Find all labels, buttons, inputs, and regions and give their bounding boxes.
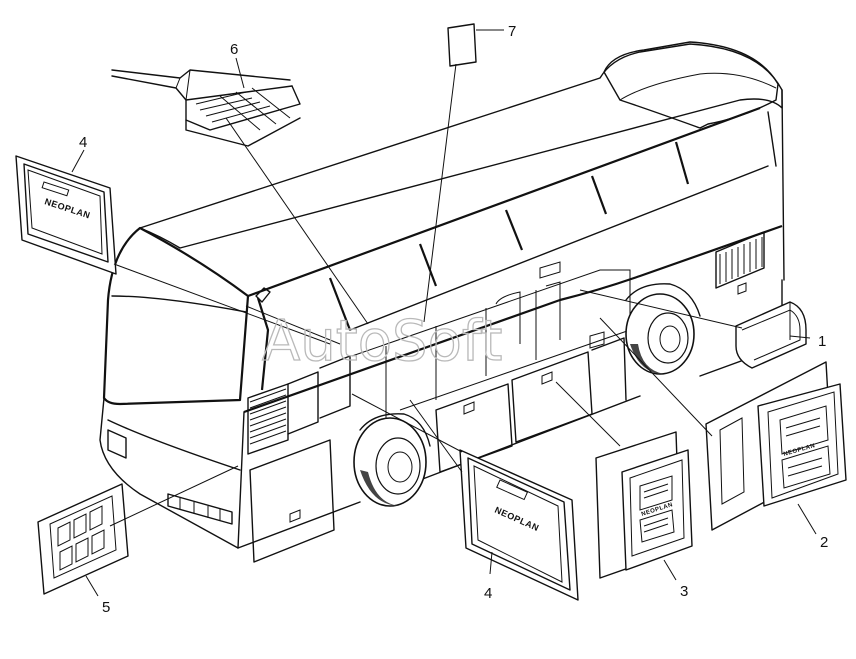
bus-body [99,41,785,563]
front-wheel [353,413,431,507]
callout-4-upper: 4 [79,134,87,151]
part-1-cover [735,301,807,369]
part-4-hatch-upper: NEOPLAN [15,155,117,275]
part-5-vent-grille [37,483,129,595]
leader-lines [71,29,817,597]
callout-3: 3 [680,583,688,600]
callout-4-lower: 4 [484,585,492,602]
part-2-large-panel: NEOPLAN [705,361,847,531]
callout-2: 2 [820,534,828,551]
callout-numbers: 1 2 3 4 4 5 6 7 [79,23,828,616]
callout-1: 1 [818,333,826,350]
side-grille-front [247,383,289,455]
part-3-door-panel: NEOPLAN [595,431,693,579]
part-7-panel [447,23,477,67]
watermark: AutoSoft [262,309,503,374]
part-6-floor-rail [111,69,301,147]
rear-wheel [625,283,701,375]
rear-engine-grille [715,231,765,295]
callout-5: 5 [102,599,110,616]
callout-7: 7 [508,23,516,40]
headlight-cluster [107,429,233,525]
part-4-hatch-lower: NEOPLAN [459,449,579,601]
callout-6: 6 [230,41,238,58]
